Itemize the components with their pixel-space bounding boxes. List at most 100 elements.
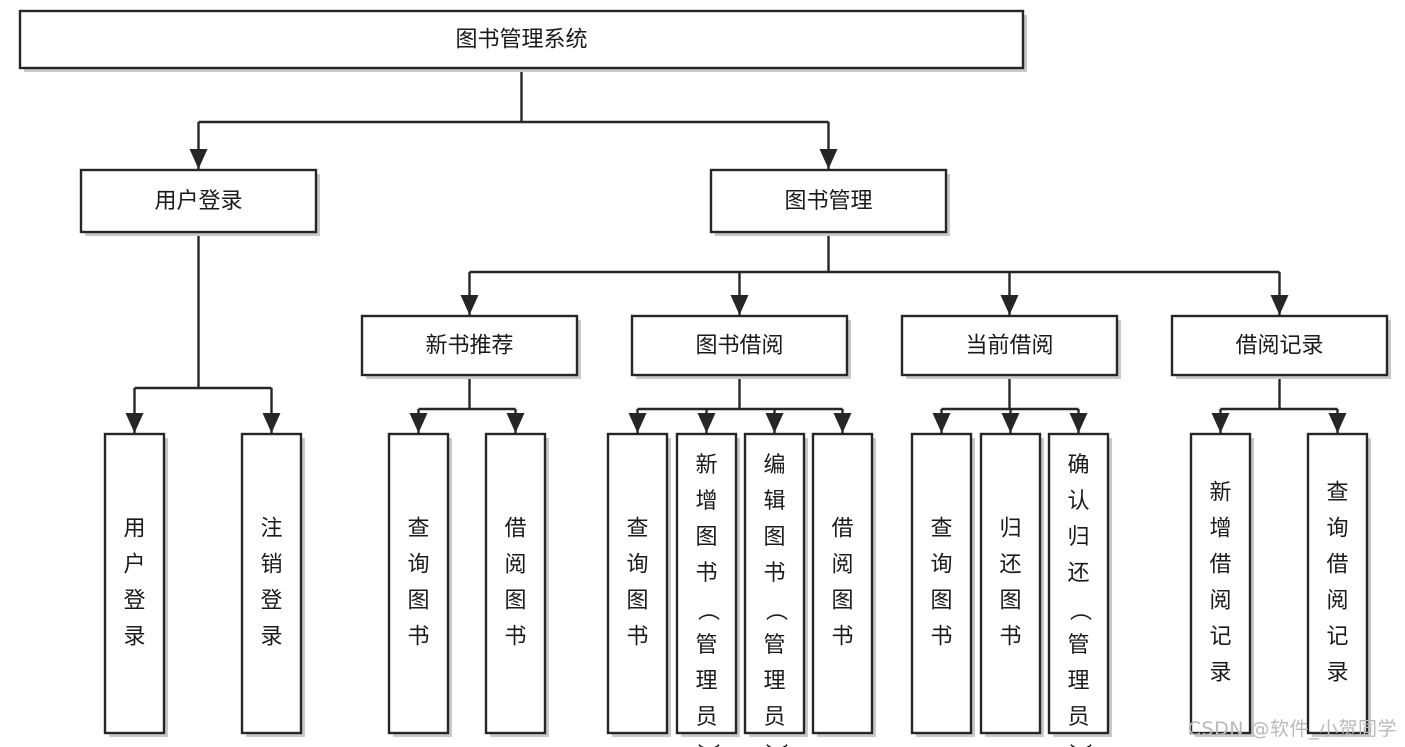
svg-text:员: 员 bbox=[1067, 705, 1089, 730]
svg-text:书: 书 bbox=[504, 625, 526, 650]
node-box[interactable] bbox=[103, 432, 166, 735]
svg-text:还: 还 bbox=[999, 553, 1021, 578]
svg-text:登: 登 bbox=[123, 589, 145, 614]
node-box[interactable] bbox=[79, 168, 318, 234]
svg-text:图: 图 bbox=[626, 589, 648, 614]
arrow-head-icon bbox=[189, 149, 208, 169]
node-borrow-record[interactable]: 借阅记录 bbox=[1170, 314, 1391, 379]
svg-text:理: 理 bbox=[695, 669, 717, 694]
arrow-head-icon bbox=[1069, 413, 1088, 433]
node-current-borrow[interactable]: 当前借阅 bbox=[900, 314, 1121, 379]
node-box[interactable] bbox=[484, 432, 547, 735]
node-root[interactable]: 图书管理系统 bbox=[18, 9, 1027, 72]
node-book-borrow[interactable]: 图书借阅 bbox=[630, 314, 851, 379]
node-box[interactable] bbox=[675, 432, 738, 735]
node-new-book-recommend[interactable]: 新书推荐 bbox=[360, 314, 581, 379]
node-label: 新书推荐 bbox=[425, 334, 513, 359]
svg-text:录: 录 bbox=[123, 625, 145, 650]
svg-text:（: （ bbox=[695, 599, 720, 621]
node-box[interactable] bbox=[1189, 432, 1252, 735]
svg-text:新: 新 bbox=[695, 453, 717, 478]
svg-text:录: 录 bbox=[1209, 661, 1231, 686]
svg-text:记: 记 bbox=[1209, 625, 1231, 650]
svg-text:借: 借 bbox=[1209, 553, 1231, 578]
svg-text:理: 理 bbox=[1067, 669, 1089, 694]
svg-text:管: 管 bbox=[1067, 633, 1089, 658]
node-box[interactable] bbox=[1306, 432, 1369, 735]
svg-text:记: 记 bbox=[1326, 625, 1348, 650]
connector-borrow-record bbox=[1211, 375, 1347, 433]
svg-text:书: 书 bbox=[999, 625, 1021, 650]
svg-text:还: 还 bbox=[1067, 561, 1089, 586]
svg-text:阅: 阅 bbox=[1326, 589, 1348, 614]
svg-text:图: 图 bbox=[504, 589, 526, 614]
arrow-head-icon bbox=[1211, 413, 1230, 433]
arrow-head-icon bbox=[819, 149, 838, 169]
node-box[interactable] bbox=[387, 432, 450, 735]
node-box[interactable] bbox=[1170, 314, 1389, 377]
connector-user-login bbox=[125, 232, 281, 433]
svg-text:阅: 阅 bbox=[1209, 589, 1231, 614]
connector-current-borrow bbox=[932, 375, 1088, 433]
node-box[interactable] bbox=[18, 9, 1025, 70]
svg-text:询: 询 bbox=[930, 553, 952, 578]
svg-text:询: 询 bbox=[1326, 517, 1348, 542]
connector-root bbox=[189, 68, 838, 169]
svg-text:询: 询 bbox=[626, 553, 648, 578]
node-box[interactable] bbox=[240, 432, 303, 735]
node-label: 图书管理 bbox=[784, 189, 872, 214]
svg-text:查: 查 bbox=[930, 517, 952, 542]
svg-text:（: （ bbox=[763, 599, 788, 621]
svg-text:查: 查 bbox=[1326, 481, 1348, 506]
svg-text:增: 增 bbox=[1209, 517, 1231, 542]
svg-text:录: 录 bbox=[1326, 661, 1348, 686]
node-box[interactable] bbox=[979, 432, 1042, 735]
node-box[interactable] bbox=[709, 168, 948, 234]
svg-text:）: ） bbox=[763, 743, 788, 747]
node-box[interactable] bbox=[900, 314, 1119, 377]
node-leaf-user-login[interactable]: 用户登录 bbox=[103, 432, 168, 737]
node-box[interactable] bbox=[811, 432, 874, 735]
connector-book-management bbox=[460, 232, 1289, 315]
node-box[interactable] bbox=[360, 314, 579, 377]
svg-text:理: 理 bbox=[763, 669, 785, 694]
arrow-head-icon bbox=[833, 413, 852, 433]
svg-text:书: 书 bbox=[831, 625, 853, 650]
svg-text:书: 书 bbox=[930, 625, 952, 650]
svg-text:员: 员 bbox=[695, 705, 717, 730]
arrow-head-icon bbox=[506, 413, 525, 433]
svg-text:图: 图 bbox=[763, 525, 785, 550]
node-box[interactable] bbox=[1047, 432, 1110, 735]
arrow-head-icon bbox=[1328, 413, 1347, 433]
node-user-login[interactable]: 用户登录 bbox=[79, 168, 320, 236]
svg-text:用: 用 bbox=[123, 517, 145, 542]
arrow-head-icon bbox=[460, 295, 479, 315]
arrow-head-icon bbox=[1001, 413, 1020, 433]
node-box[interactable] bbox=[630, 314, 849, 377]
svg-text:图: 图 bbox=[407, 589, 429, 614]
node-box[interactable] bbox=[910, 432, 973, 735]
svg-text:）: ） bbox=[1067, 743, 1092, 747]
node-label: 图书借阅 bbox=[695, 334, 783, 359]
node-box[interactable] bbox=[606, 432, 669, 735]
node-book-management[interactable]: 图书管理 bbox=[709, 168, 950, 236]
node-box[interactable] bbox=[743, 432, 806, 735]
nodes-layer: 图书管理系统用户登录图书管理新书推荐图书借阅当前借阅借阅记录用户登录注销登录查询… bbox=[18, 9, 1391, 747]
